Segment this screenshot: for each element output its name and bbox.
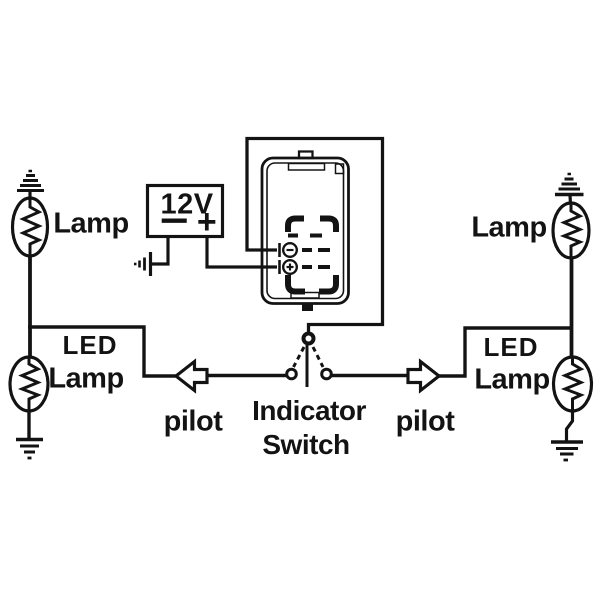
ground-icon — [551, 440, 583, 462]
left-lamp-label: Lamp — [53, 207, 129, 240]
right-led-label-line1: LED — [483, 332, 539, 362]
led-lamp-icon — [8, 355, 50, 413]
wire — [152, 236, 170, 266]
relay-slot-top-left — [285, 215, 304, 232]
indicator-switch-label-line1: Indicator — [252, 395, 366, 426]
led-lamp-icon — [551, 355, 594, 413]
switch-contact-right — [320, 367, 333, 381]
relay-housing-inner — [266, 162, 345, 300]
arrow-left-icon — [173, 358, 209, 394]
left-pilot-label: pilot — [163, 405, 223, 438]
indicator-switch — [285, 331, 333, 387]
right-led-label-line2: Lamp — [474, 363, 550, 396]
indicator-switch-label-line2: Switch — [262, 429, 350, 460]
lamp-icon — [10, 196, 50, 258]
relay-top-tab — [297, 150, 314, 160]
relay-slot-top-right — [320, 215, 339, 232]
relay-pin-dashes — [288, 233, 330, 269]
relay-bottom-notch — [290, 291, 320, 299]
arrow-right-icon — [406, 358, 442, 394]
battery-12v — [134, 183, 277, 276]
relay-slot-bottom-right — [319, 275, 339, 295]
relay-slot-bottom-left — [285, 275, 305, 295]
ground-icon — [16, 437, 43, 460]
left-led-label-line1: LED — [62, 330, 118, 360]
ground-icon — [555, 172, 584, 205]
switch-throw-dashed — [311, 346, 325, 368]
wire — [439, 326, 573, 378]
switch-throw-dashed — [292, 346, 306, 368]
battery-box — [145, 183, 225, 239]
relay-corner-slot — [334, 163, 345, 175]
wire — [564, 410, 575, 441]
ground-icon — [134, 252, 153, 276]
relay-bottom-tab — [302, 303, 313, 311]
right-lamp-label: Lamp — [471, 211, 547, 244]
switch-common-terminal — [301, 331, 316, 346]
battery-minus-label: − — [159, 199, 189, 243]
wire — [28, 325, 177, 378]
lamp-icon — [551, 201, 591, 260]
filament — [19, 199, 43, 256]
filament — [559, 204, 584, 258]
relay-minus-terminal-icon — [282, 241, 299, 258]
wire — [205, 236, 277, 269]
left-led-label-line2: Lamp — [48, 362, 124, 395]
filament — [560, 357, 585, 410]
ground-icon — [17, 169, 44, 200]
right-pilot-label: pilot — [395, 405, 455, 438]
left-turn-lamp-circuit — [8, 169, 177, 460]
wire — [245, 136, 385, 333]
relay-top-notch — [287, 162, 326, 171]
filament — [17, 357, 42, 410]
flasher-relay — [245, 136, 385, 333]
pilot-wires — [173, 326, 573, 394]
battery-voltage-label: 12V — [160, 188, 214, 221]
battery-plus-label: + — [196, 203, 217, 241]
relay-plus-terminal-icon — [282, 259, 299, 276]
right-turn-lamp-circuit — [551, 172, 594, 462]
switch-contact-left — [285, 367, 298, 381]
